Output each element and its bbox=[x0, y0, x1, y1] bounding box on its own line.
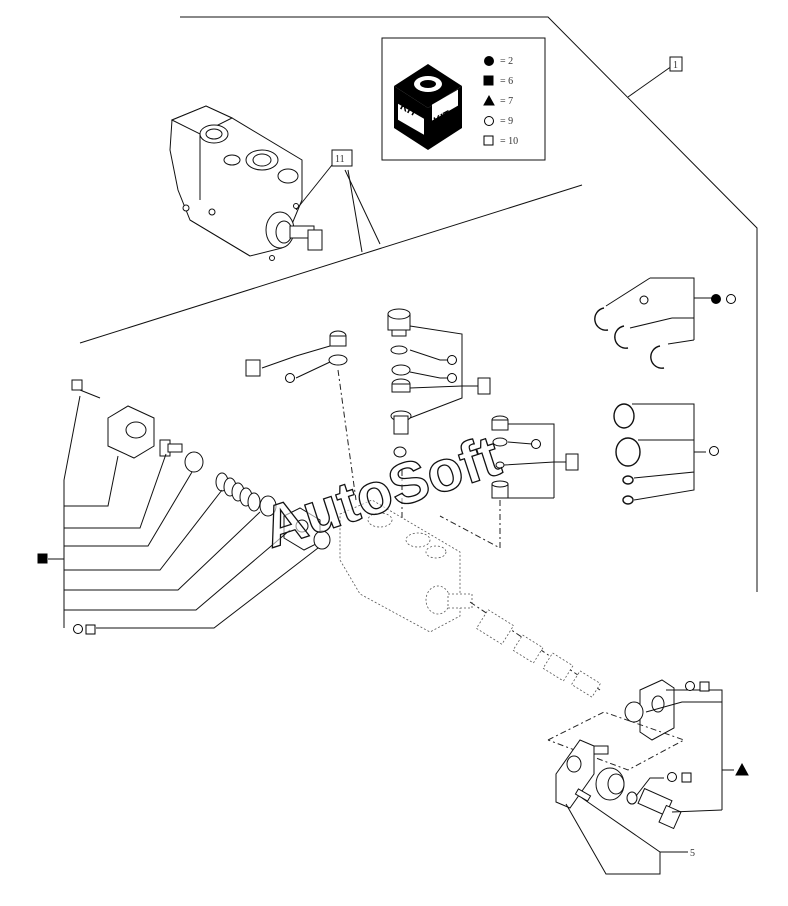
valve-section-assembly: 11 bbox=[169, 105, 353, 261]
open-circle-icon bbox=[667, 772, 677, 782]
legend-text-2: = 2 bbox=[500, 56, 513, 67]
legend-text-9: = 9 bbox=[500, 116, 513, 127]
callout-1: 1 bbox=[627, 56, 683, 98]
open-square-icon bbox=[85, 624, 96, 635]
spool-ghost bbox=[475, 609, 601, 698]
open-square-icon bbox=[681, 772, 692, 783]
kit-legend-box: KIT KIT = 2 = 6 = 7 = 9 = 10 bbox=[381, 37, 546, 161]
valve-body-ghost bbox=[339, 499, 601, 698]
filled-square-icon bbox=[483, 75, 494, 86]
filled-triangle-icon bbox=[735, 762, 749, 776]
filled-circle-icon bbox=[711, 294, 721, 304]
open-square-icon bbox=[699, 681, 710, 692]
kit-package-icon: KIT KIT bbox=[394, 64, 462, 150]
callout-11-label: 11 bbox=[335, 154, 345, 165]
small-plug-callout bbox=[245, 330, 357, 501]
legend-text-7: = 7 bbox=[500, 96, 513, 107]
callout-1-label: 1 bbox=[673, 60, 678, 71]
spool-right-parts: 5 bbox=[547, 679, 749, 875]
plug-column bbox=[387, 308, 579, 549]
filled-triangle-icon bbox=[483, 94, 495, 106]
callout-5-label: 5 bbox=[690, 848, 695, 859]
seal-kit-open-circle bbox=[613, 403, 719, 505]
open-circle-icon bbox=[639, 295, 649, 305]
legend-text-10: = 10 bbox=[500, 136, 518, 147]
open-circle-icon bbox=[709, 446, 719, 456]
frame-lines bbox=[79, 16, 758, 592]
spool-left-parts bbox=[37, 379, 331, 635]
open-circle-icon bbox=[685, 681, 695, 691]
open-circle-icon bbox=[447, 355, 457, 365]
open-square-icon bbox=[483, 135, 494, 146]
open-circle-icon bbox=[484, 116, 494, 126]
open-circle-icon bbox=[73, 624, 83, 634]
open-circle-icon bbox=[447, 373, 457, 383]
filled-circle-icon bbox=[484, 56, 494, 66]
legend-text-6: = 6 bbox=[500, 76, 513, 87]
spring-icon bbox=[215, 472, 261, 512]
open-circle-icon bbox=[726, 294, 736, 304]
open-circle-icon bbox=[285, 373, 295, 383]
seal-kit-filled-circle bbox=[594, 277, 736, 369]
filled-square-icon bbox=[37, 553, 48, 564]
open-circle-icon bbox=[531, 439, 541, 449]
